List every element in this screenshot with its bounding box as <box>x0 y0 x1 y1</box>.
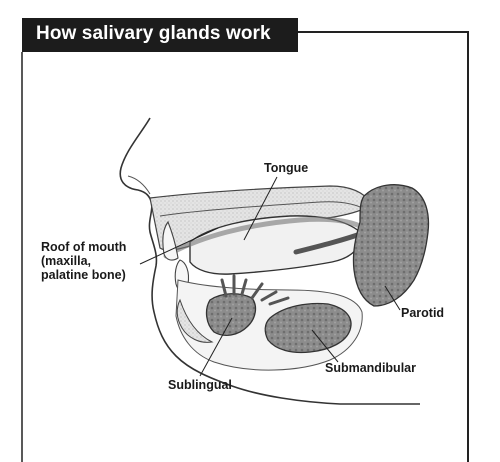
frame-border <box>296 31 469 462</box>
upper-teeth <box>162 220 179 261</box>
nostril-line <box>127 175 151 195</box>
sublingual-gland <box>205 293 257 337</box>
label-roof-line-1: Roof of mouth <box>41 240 127 254</box>
label-roof-of-mouth: Roof of mouth (maxilla, palatine bone) <box>41 240 126 282</box>
leader-tongue <box>243 176 278 241</box>
leader-parotid <box>384 285 401 311</box>
label-sublingual: Sublingual <box>168 378 232 392</box>
sublingual-ducts <box>220 274 290 306</box>
label-roof-line-3: palatine bone) <box>41 268 126 282</box>
label-parotid: Parotid <box>401 306 445 320</box>
tongue-upper-stripe <box>163 216 363 259</box>
diagram-title: How salivary glands work <box>36 23 271 44</box>
mandible-bone <box>176 298 214 343</box>
submandibular-gland <box>264 302 352 354</box>
label-submandibular: Submandibular <box>325 361 416 375</box>
title-bar <box>22 18 298 52</box>
parotid-gland <box>352 184 430 307</box>
palate-edge <box>159 201 367 217</box>
leader-submandibular <box>311 329 339 363</box>
leader-sublingual <box>199 317 233 377</box>
leader-roof <box>139 227 219 265</box>
face-profile <box>119 117 420 405</box>
label-tongue: Tongue <box>264 161 309 175</box>
label-roof-line-2: (maxilla, <box>41 254 92 268</box>
